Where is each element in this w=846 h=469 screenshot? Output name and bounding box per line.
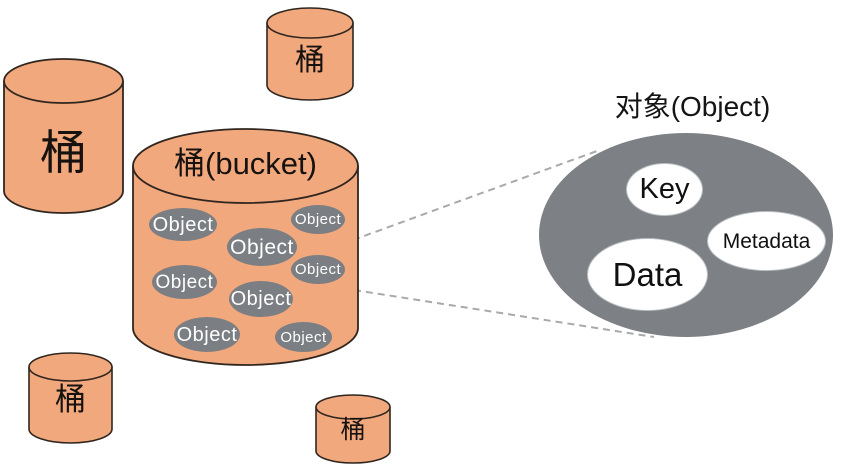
bucket-cylinder-top-left bbox=[3, 58, 124, 214]
bucket-object: Object bbox=[227, 228, 297, 266]
bucket-object: Object bbox=[152, 265, 217, 299]
metadata-ellipse: Metadata bbox=[707, 211, 826, 271]
bucket-object: Object bbox=[174, 317, 240, 352]
main-bucket-label: 桶(bucket) bbox=[174, 145, 317, 181]
bucket-cylinder-bottom-left bbox=[28, 352, 113, 444]
bucket-object: Object bbox=[229, 281, 293, 317]
bucket-label: 桶 bbox=[55, 381, 86, 417]
bucket-cylinder-top bbox=[266, 7, 354, 101]
object-detail-title: 对象(Object) bbox=[614, 91, 771, 122]
bucket-object: Object bbox=[149, 208, 217, 241]
bucket-label: 桶 bbox=[40, 126, 87, 179]
data-ellipse: Data bbox=[587, 238, 708, 311]
key-ellipse: Key bbox=[626, 163, 703, 216]
bucket-object: Object bbox=[275, 322, 332, 352]
bucket-label: 桶 bbox=[340, 415, 366, 444]
bucket-label: 桶 bbox=[295, 44, 325, 77]
bucket-object: Object bbox=[291, 255, 345, 284]
bucket-object: Object bbox=[291, 205, 345, 234]
bucket-cylinder-bottom bbox=[315, 394, 391, 464]
